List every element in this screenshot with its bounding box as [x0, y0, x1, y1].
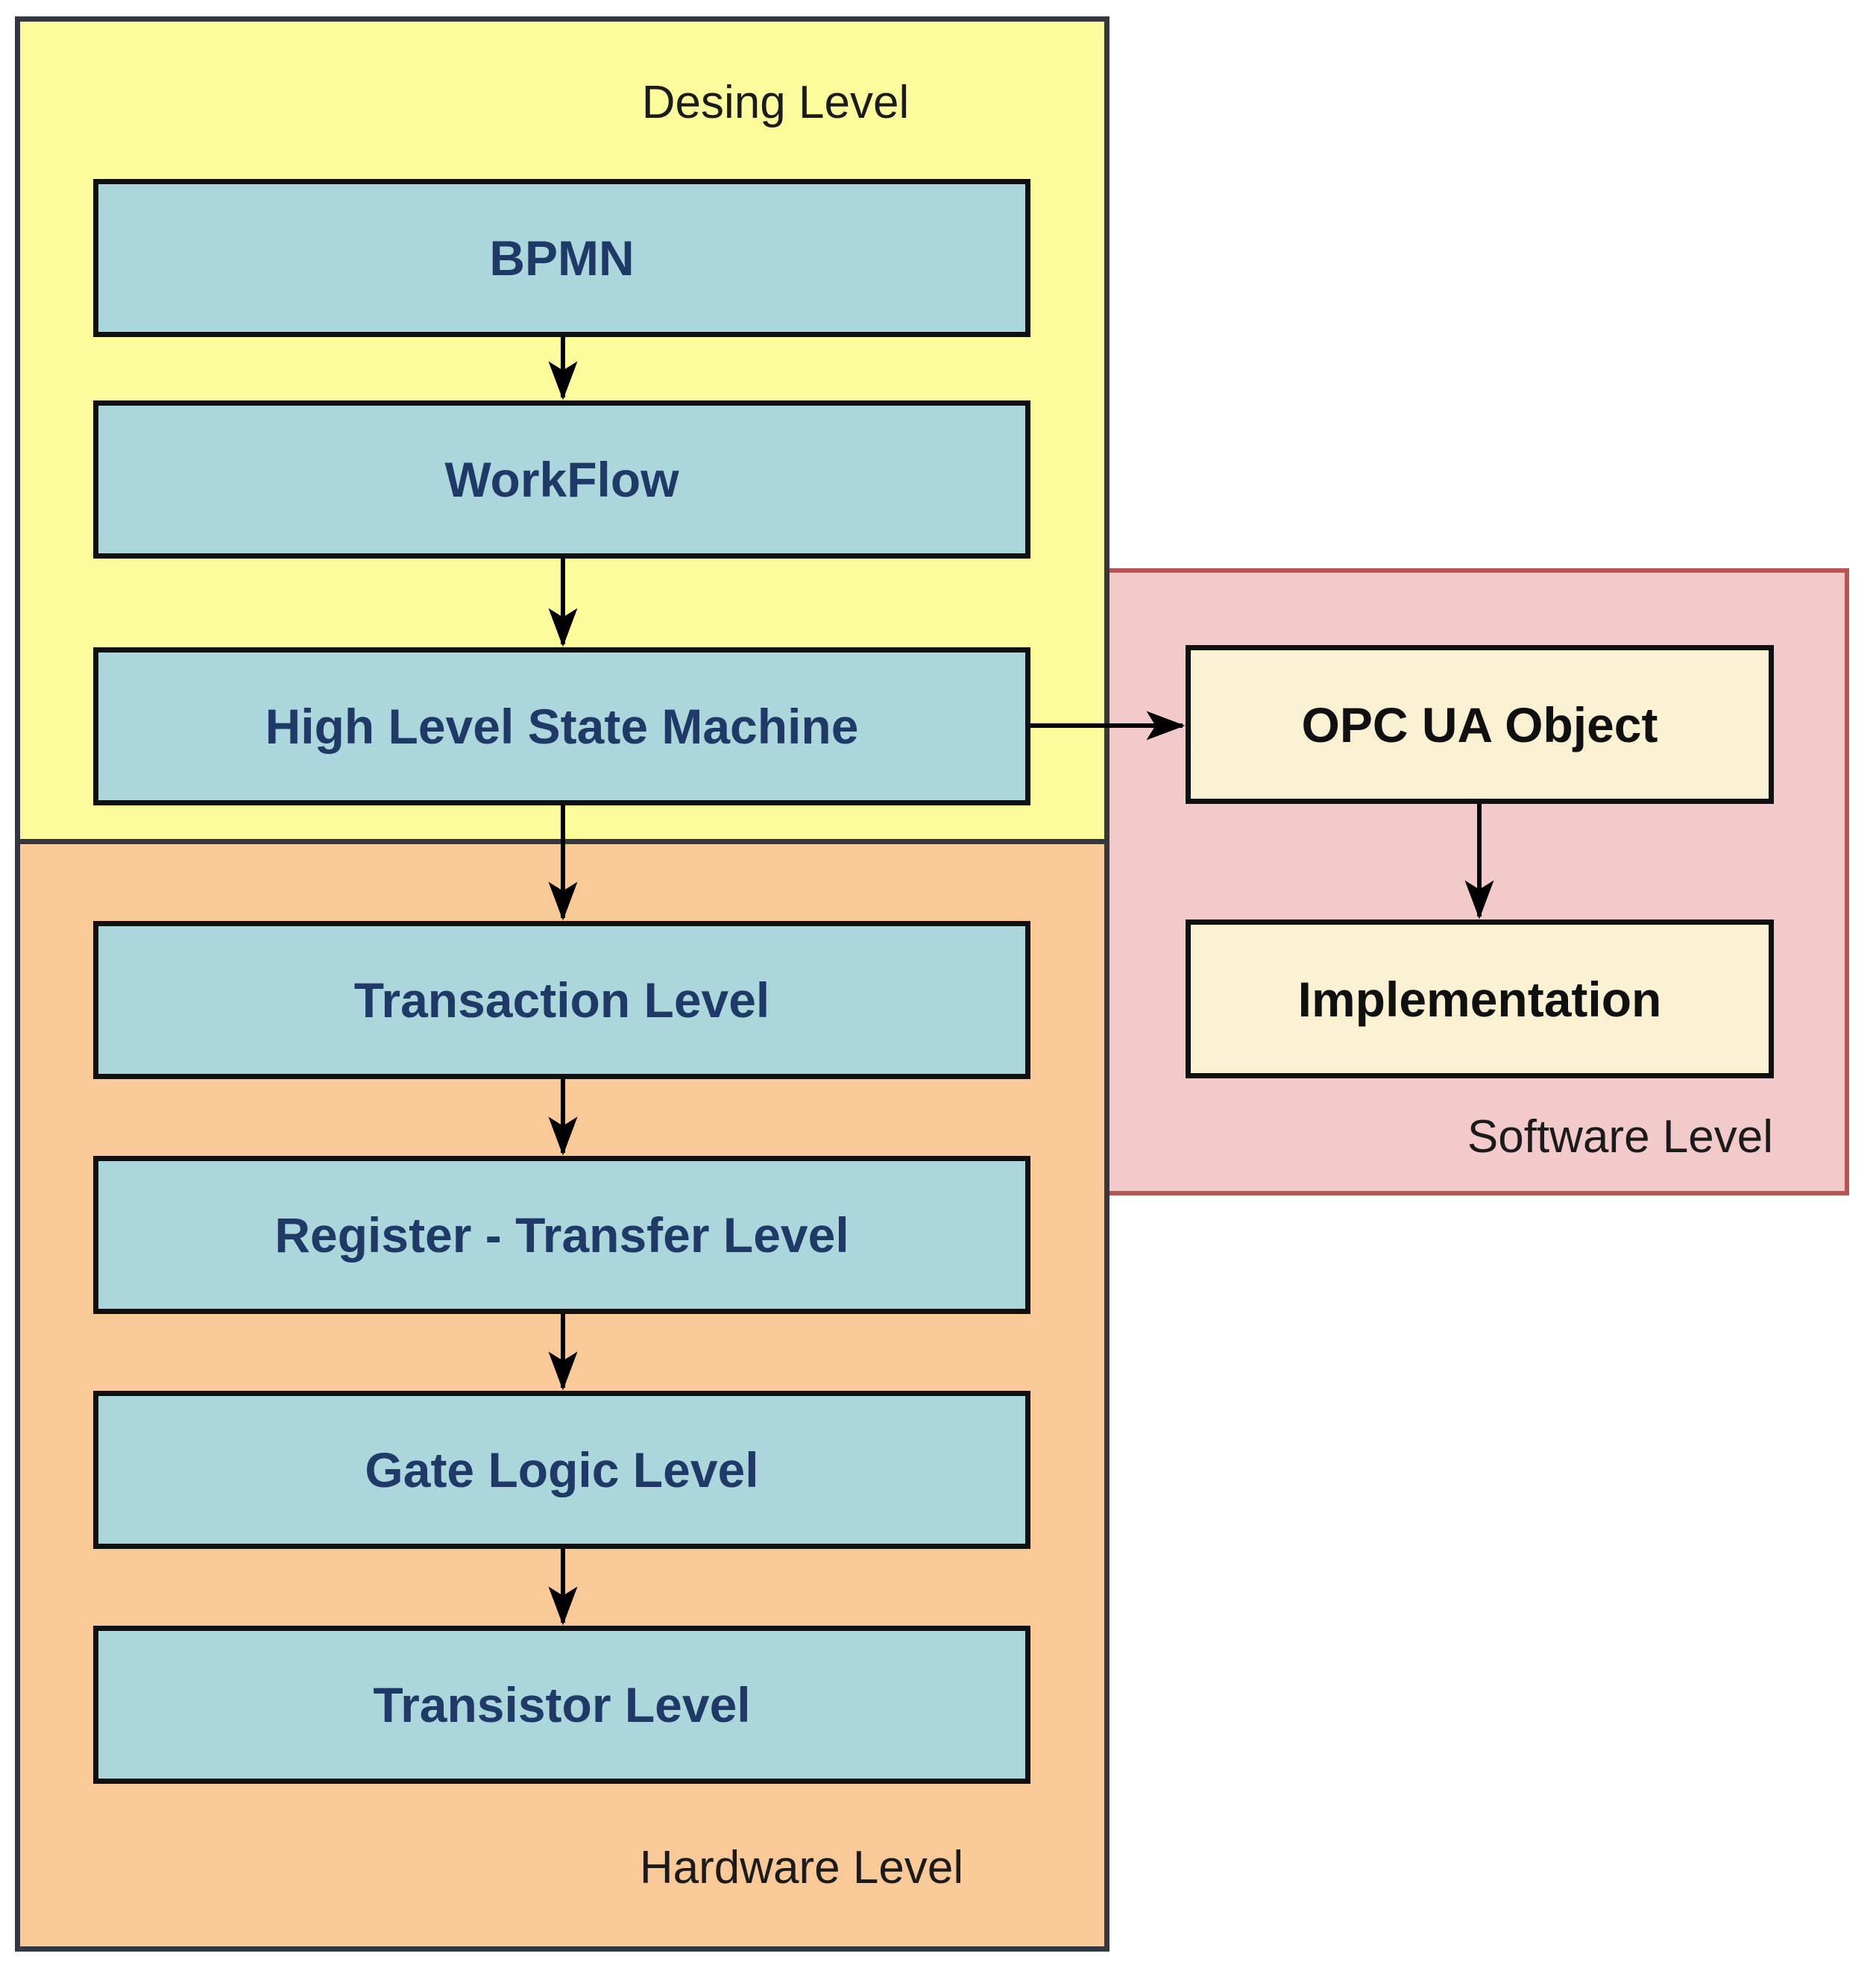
node-gate-logic-level: Gate Logic Level [93, 1391, 1030, 1549]
node-register-transfer-level: Register - Transfer Level [93, 1156, 1030, 1314]
node-workflow-label: WorkFlow [444, 452, 679, 507]
region-label-hardware-level: Hardware Level [639, 1842, 964, 1893]
node-transaction-level-label: Transaction Level [353, 972, 770, 1028]
node-opc-ua-object: OPC UA Object [1186, 645, 1774, 804]
node-opc-ua-object-label: OPC UA Object [1301, 697, 1658, 752]
node-gate-logic-level-label: Gate Logic Level [365, 1442, 759, 1497]
node-implementation: Implementation [1186, 919, 1774, 1078]
region-label-software-level: Software Level [1467, 1111, 1773, 1163]
node-register-transfer-level-label: Register - Transfer Level [274, 1207, 849, 1263]
node-high-level-state-machine-label: High Level State Machine [265, 699, 859, 754]
node-high-level-state-machine: High Level State Machine [93, 647, 1030, 805]
node-implementation-label: Implementation [1297, 971, 1662, 1027]
node-transaction-level: Transaction Level [93, 921, 1030, 1079]
node-bpmn-label: BPMN [489, 230, 635, 286]
node-bpmn: BPMN [93, 179, 1030, 337]
region-label-design-level: Desing Level [641, 77, 910, 128]
node-workflow: WorkFlow [93, 400, 1030, 559]
node-transistor-level: Transistor Level [93, 1626, 1030, 1784]
node-transistor-level-label: Transistor Level [373, 1677, 751, 1732]
